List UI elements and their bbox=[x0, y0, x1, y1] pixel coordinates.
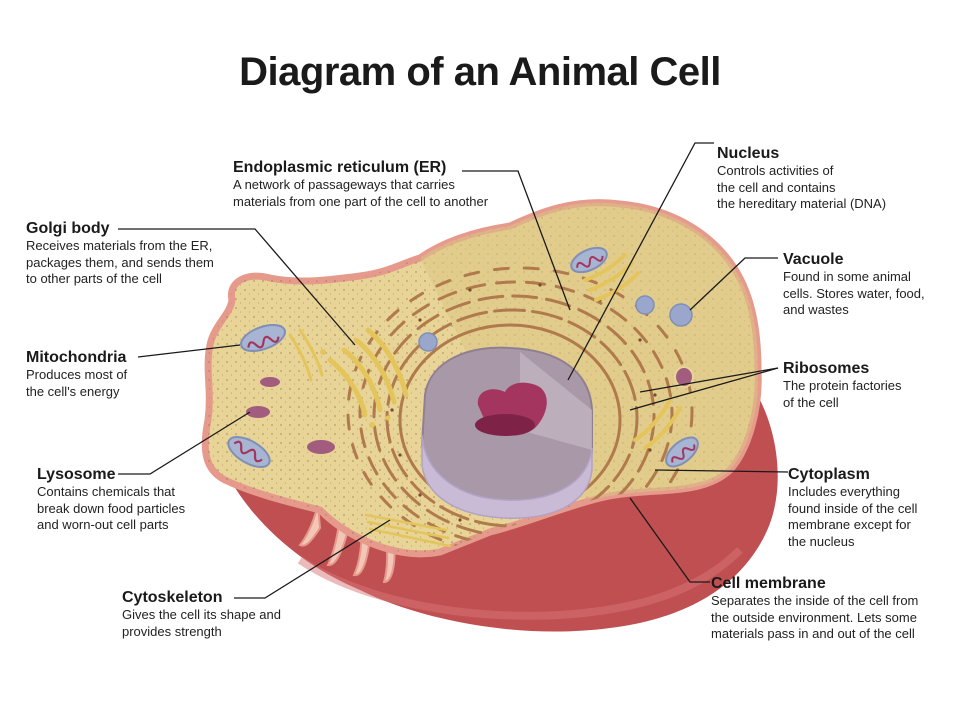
vacuole-1 bbox=[669, 303, 693, 327]
vacuoles bbox=[418, 295, 693, 352]
label-vacuole: Vacuole Found in some animal cells. Stor… bbox=[783, 250, 925, 319]
golgi-vesicles bbox=[320, 349, 391, 428]
label-cell-membrane: Cell membrane Separates the inside of th… bbox=[711, 574, 918, 643]
mitochondrion-1 bbox=[240, 324, 286, 352]
cytoplasm-heading: Cytoplasm bbox=[788, 466, 870, 483]
nucleus-description: Controls activities of the cell and cont… bbox=[717, 163, 887, 211]
er-description: A network of passageways that carries ma… bbox=[233, 177, 489, 209]
ribosomes-heading: Ribosomes bbox=[783, 360, 870, 377]
er-heading: Endoplasmic reticulum (ER) bbox=[233, 159, 447, 176]
mitochondria-heading: Mitochondria bbox=[26, 349, 127, 366]
mitochondria-description: Produces most of the cell's energy bbox=[26, 367, 128, 399]
nucleus-envelope-cut bbox=[421, 434, 593, 519]
cytoskeleton-description: Gives the cell its shape and provides st… bbox=[122, 607, 281, 639]
cytoplasm-description: Includes everything found inside of the … bbox=[788, 484, 918, 549]
label-cytoskeleton: Cytoskeleton Gives the cell its shape an… bbox=[122, 588, 281, 640]
lysosome-4 bbox=[674, 366, 694, 388]
label-ribosomes: Ribosomes The protein factories of the c… bbox=[783, 359, 902, 411]
golgi-heading: Golgi body bbox=[26, 220, 110, 237]
cell-membrane-description: Separates the inside of the cell from th… bbox=[711, 593, 919, 641]
label-golgi-body: Golgi body Receives materials from the E… bbox=[26, 219, 214, 288]
nucleolus-base bbox=[475, 414, 535, 436]
cut-face-shade bbox=[420, 202, 759, 498]
vacuole-description: Found in some animal cells. Stores water… bbox=[783, 269, 925, 317]
golgi-stack-left bbox=[288, 328, 324, 382]
nucleus-cut-highlight bbox=[520, 352, 592, 450]
ribosomes-description: The protein factories of the cell bbox=[783, 378, 902, 410]
lysosomes bbox=[244, 366, 694, 456]
lysosome-heading: Lysosome bbox=[37, 466, 116, 483]
lysosome-3 bbox=[305, 438, 337, 456]
cytoskeleton-heading: Cytoskeleton bbox=[122, 589, 223, 606]
lysosome-description: Contains chemicals that break down food … bbox=[37, 484, 186, 532]
vacuole-2 bbox=[635, 295, 655, 315]
leader-lines bbox=[118, 142, 789, 599]
vacuole-heading: Vacuole bbox=[783, 251, 844, 268]
cell-base-highlight bbox=[297, 547, 743, 620]
label-nucleus: Nucleus Controls activities of the cell … bbox=[717, 144, 886, 213]
mitochondria-group bbox=[227, 246, 699, 468]
label-endoplasmic-reticulum: Endoplasmic reticulum (ER) A network of … bbox=[233, 158, 488, 210]
cell-membrane-heading: Cell membrane bbox=[711, 575, 826, 592]
label-cytoplasm: Cytoplasm Includes everything found insi… bbox=[788, 465, 917, 550]
label-lysosome: Lysosome Contains chemicals that break d… bbox=[37, 465, 185, 534]
diagram-title: Diagram of an Animal Cell bbox=[239, 50, 721, 94]
lysosome-2 bbox=[244, 404, 272, 420]
golgi-stack-right bbox=[633, 398, 682, 450]
golgi-description: Receives materials from the ER, packages… bbox=[26, 238, 214, 286]
label-mitochondria: Mitochondria Produces most of the cell's… bbox=[26, 348, 127, 400]
golgi-body bbox=[327, 327, 409, 418]
nucleus-heading: Nucleus bbox=[717, 145, 780, 162]
vacuole-3 bbox=[418, 332, 438, 352]
lysosome-1 bbox=[258, 375, 282, 389]
